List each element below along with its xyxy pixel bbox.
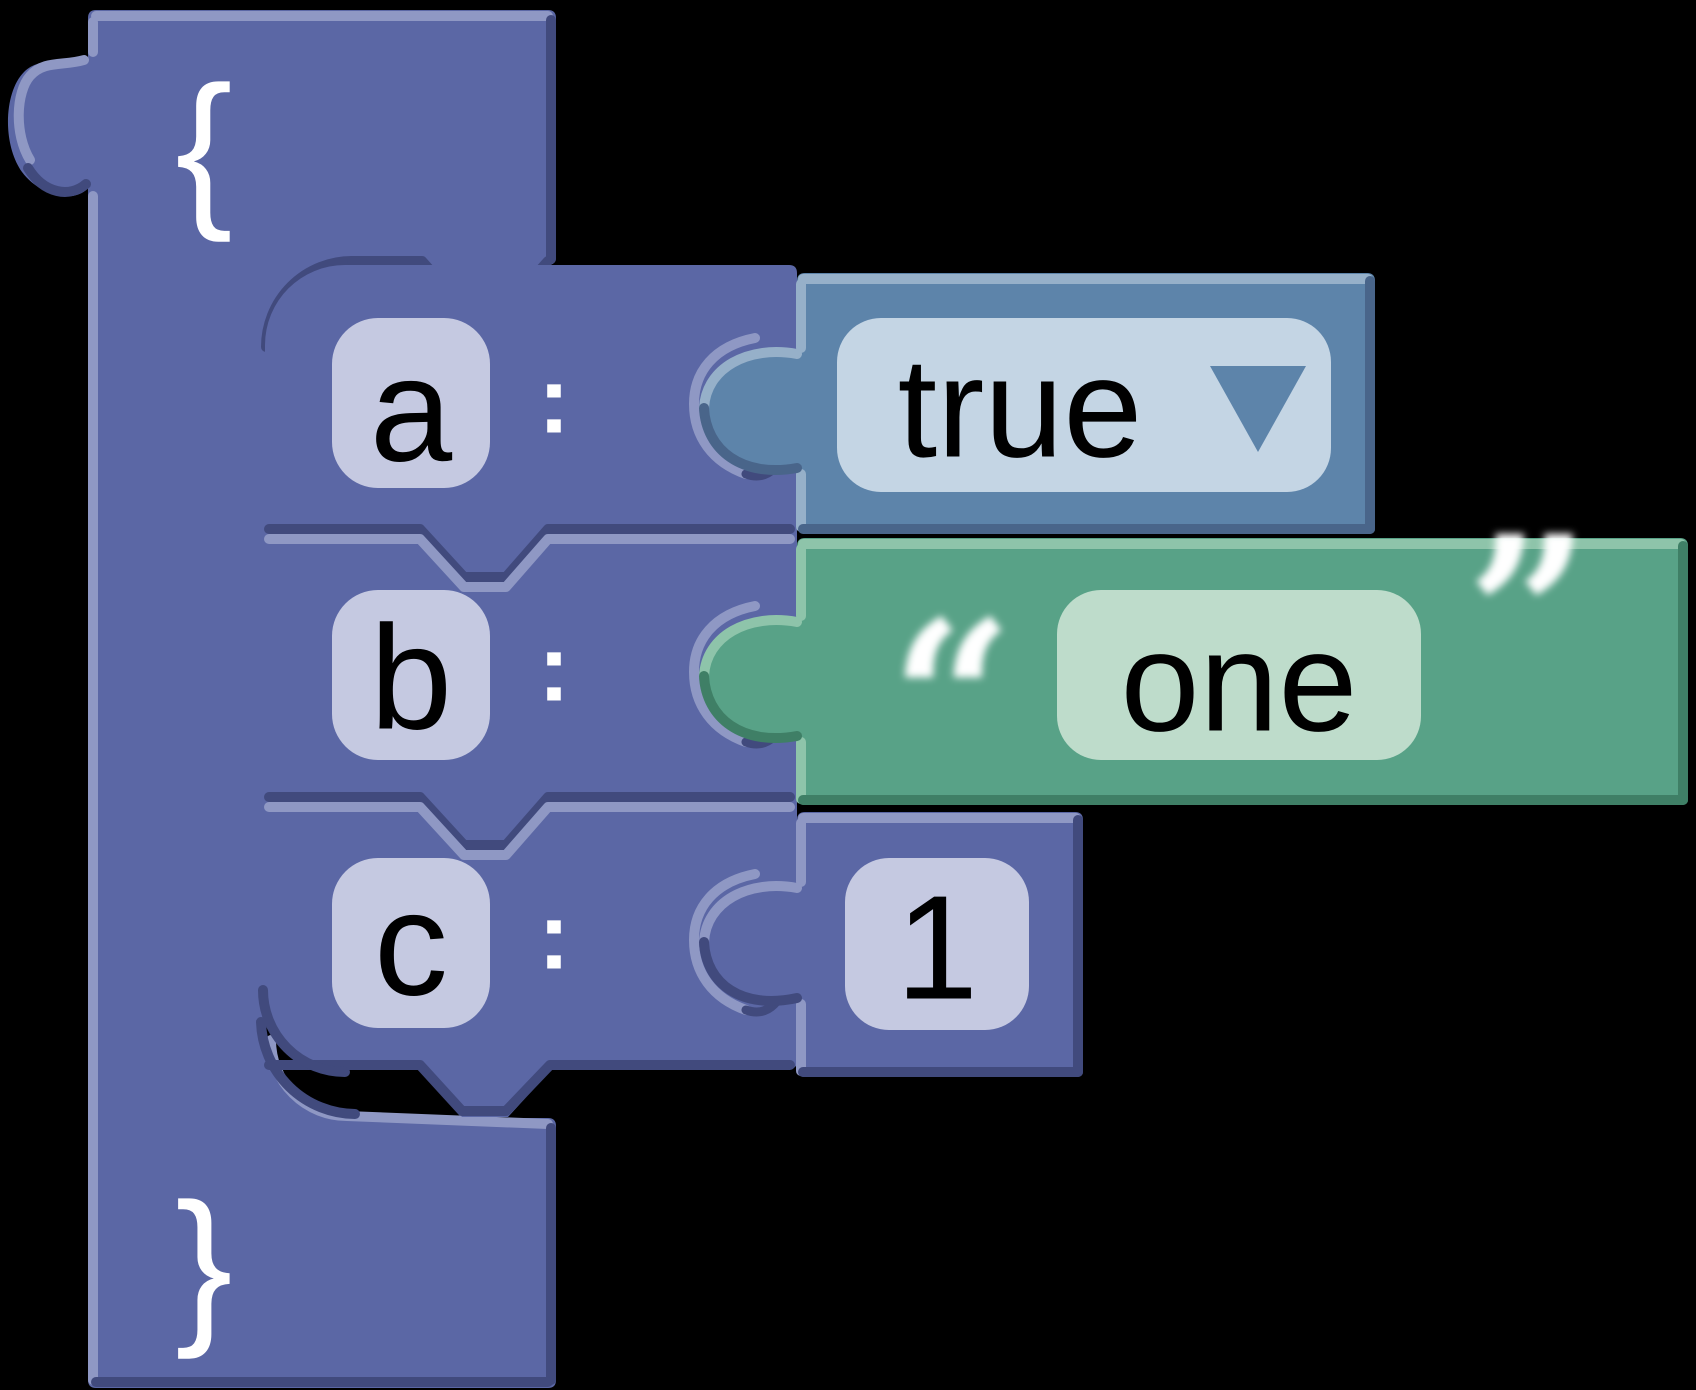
key-field-a-text: a	[370, 328, 453, 493]
member-rows: a : b : c :	[258, 265, 797, 1117]
socket-c-outline	[689, 869, 760, 1015]
colon-a: :	[538, 347, 570, 454]
key-field-b[interactable]	[332, 590, 490, 760]
boolean-dropdown-background[interactable]	[837, 318, 1331, 492]
socket-b-outline	[689, 601, 760, 747]
number-value-block[interactable]: 1	[699, 812, 1083, 1077]
member-c-bottom-shadow	[264, 1060, 795, 1116]
member-block-c[interactable]: c :	[332, 858, 570, 1028]
socket-a-outline	[689, 333, 760, 479]
number-tab-shadow	[699, 937, 802, 1006]
number-field-text[interactable]: 1	[896, 866, 978, 1031]
string-tab-shadow	[699, 671, 802, 743]
boolean-dropdown-field[interactable]: true	[837, 318, 1331, 492]
string-value-block[interactable]: “ one ”	[699, 489, 1688, 827]
open-brace-label: {	[175, 51, 232, 243]
member-block-a[interactable]: a :	[332, 318, 570, 493]
string-tab-highlight	[699, 615, 802, 681]
member-block-b[interactable]: b :	[332, 590, 570, 761]
seam-b-c-highlight	[264, 802, 795, 860]
boolean-value-block[interactable]: true	[699, 273, 1375, 534]
key-field-b-text: b	[370, 596, 452, 761]
output-tab-shadow	[23, 163, 91, 197]
number-field[interactable]	[845, 858, 1029, 1030]
key-field-c-text: c	[374, 862, 448, 1027]
colon-c: :	[538, 883, 570, 990]
seam-a-b-highlight	[264, 534, 795, 592]
key-field-c[interactable]	[332, 858, 490, 1028]
close-quote-icon: ”	[1466, 489, 1590, 742]
dropdown-arrow-icon[interactable]	[1210, 366, 1306, 452]
string-text-field-text[interactable]: one	[1121, 603, 1358, 762]
string-text-field[interactable]	[1057, 590, 1421, 760]
number-tab-highlight	[699, 881, 802, 947]
close-brace-label: }	[175, 1168, 232, 1360]
open-quote-icon: “	[890, 574, 1014, 827]
seam-a-b-shadow	[264, 524, 795, 582]
object-block-body[interactable]	[7, 10, 556, 1388]
colon-b: :	[538, 615, 570, 722]
seam-b-c-shadow	[264, 792, 795, 850]
output-tab-highlight	[13, 55, 89, 165]
member-c-corner-shadow	[258, 985, 350, 1077]
boolean-tab-highlight	[699, 347, 802, 413]
key-field-a[interactable]	[332, 318, 490, 488]
elbow-shadow	[256, 1017, 360, 1119]
boolean-tab-shadow	[699, 403, 802, 475]
boolean-dropdown-label[interactable]: true	[898, 329, 1143, 488]
